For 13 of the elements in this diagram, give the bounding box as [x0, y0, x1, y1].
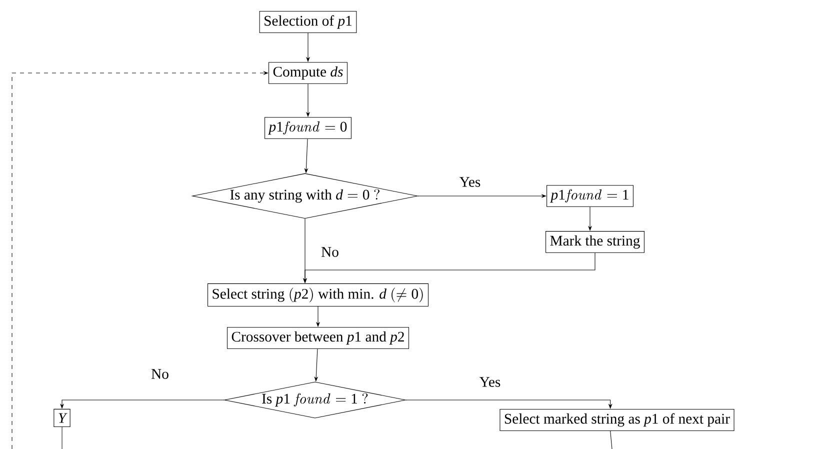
edge-label: No	[150, 368, 170, 380]
process-box: $\mbox{Select marked string as } p1 \mbox{ of next pair}$	[500, 408, 734, 431]
process-box: $Y$	[54, 408, 70, 428]
process-box: $\mbox{Select string } (p2) \mbox{ with min. } d\ (\neq 0)$	[208, 283, 429, 307]
process-box: $\mbox{Compute } ds$	[268, 62, 348, 84]
edge-label: No	[320, 246, 340, 258]
process-box: $p1\mathit{found}=1$	[546, 185, 634, 207]
edge-label: Yes	[458, 176, 482, 188]
process-box: Mark the string	[546, 231, 644, 253]
edge-label: Yes	[478, 376, 502, 388]
process-box: $p1\mathit{found}=0$	[264, 117, 352, 139]
process-box: $\mbox{Selection of } p1$	[259, 11, 357, 33]
process-box: $\mbox{Crossover between } p1 \mbox{ and } p2$	[226, 327, 410, 349]
